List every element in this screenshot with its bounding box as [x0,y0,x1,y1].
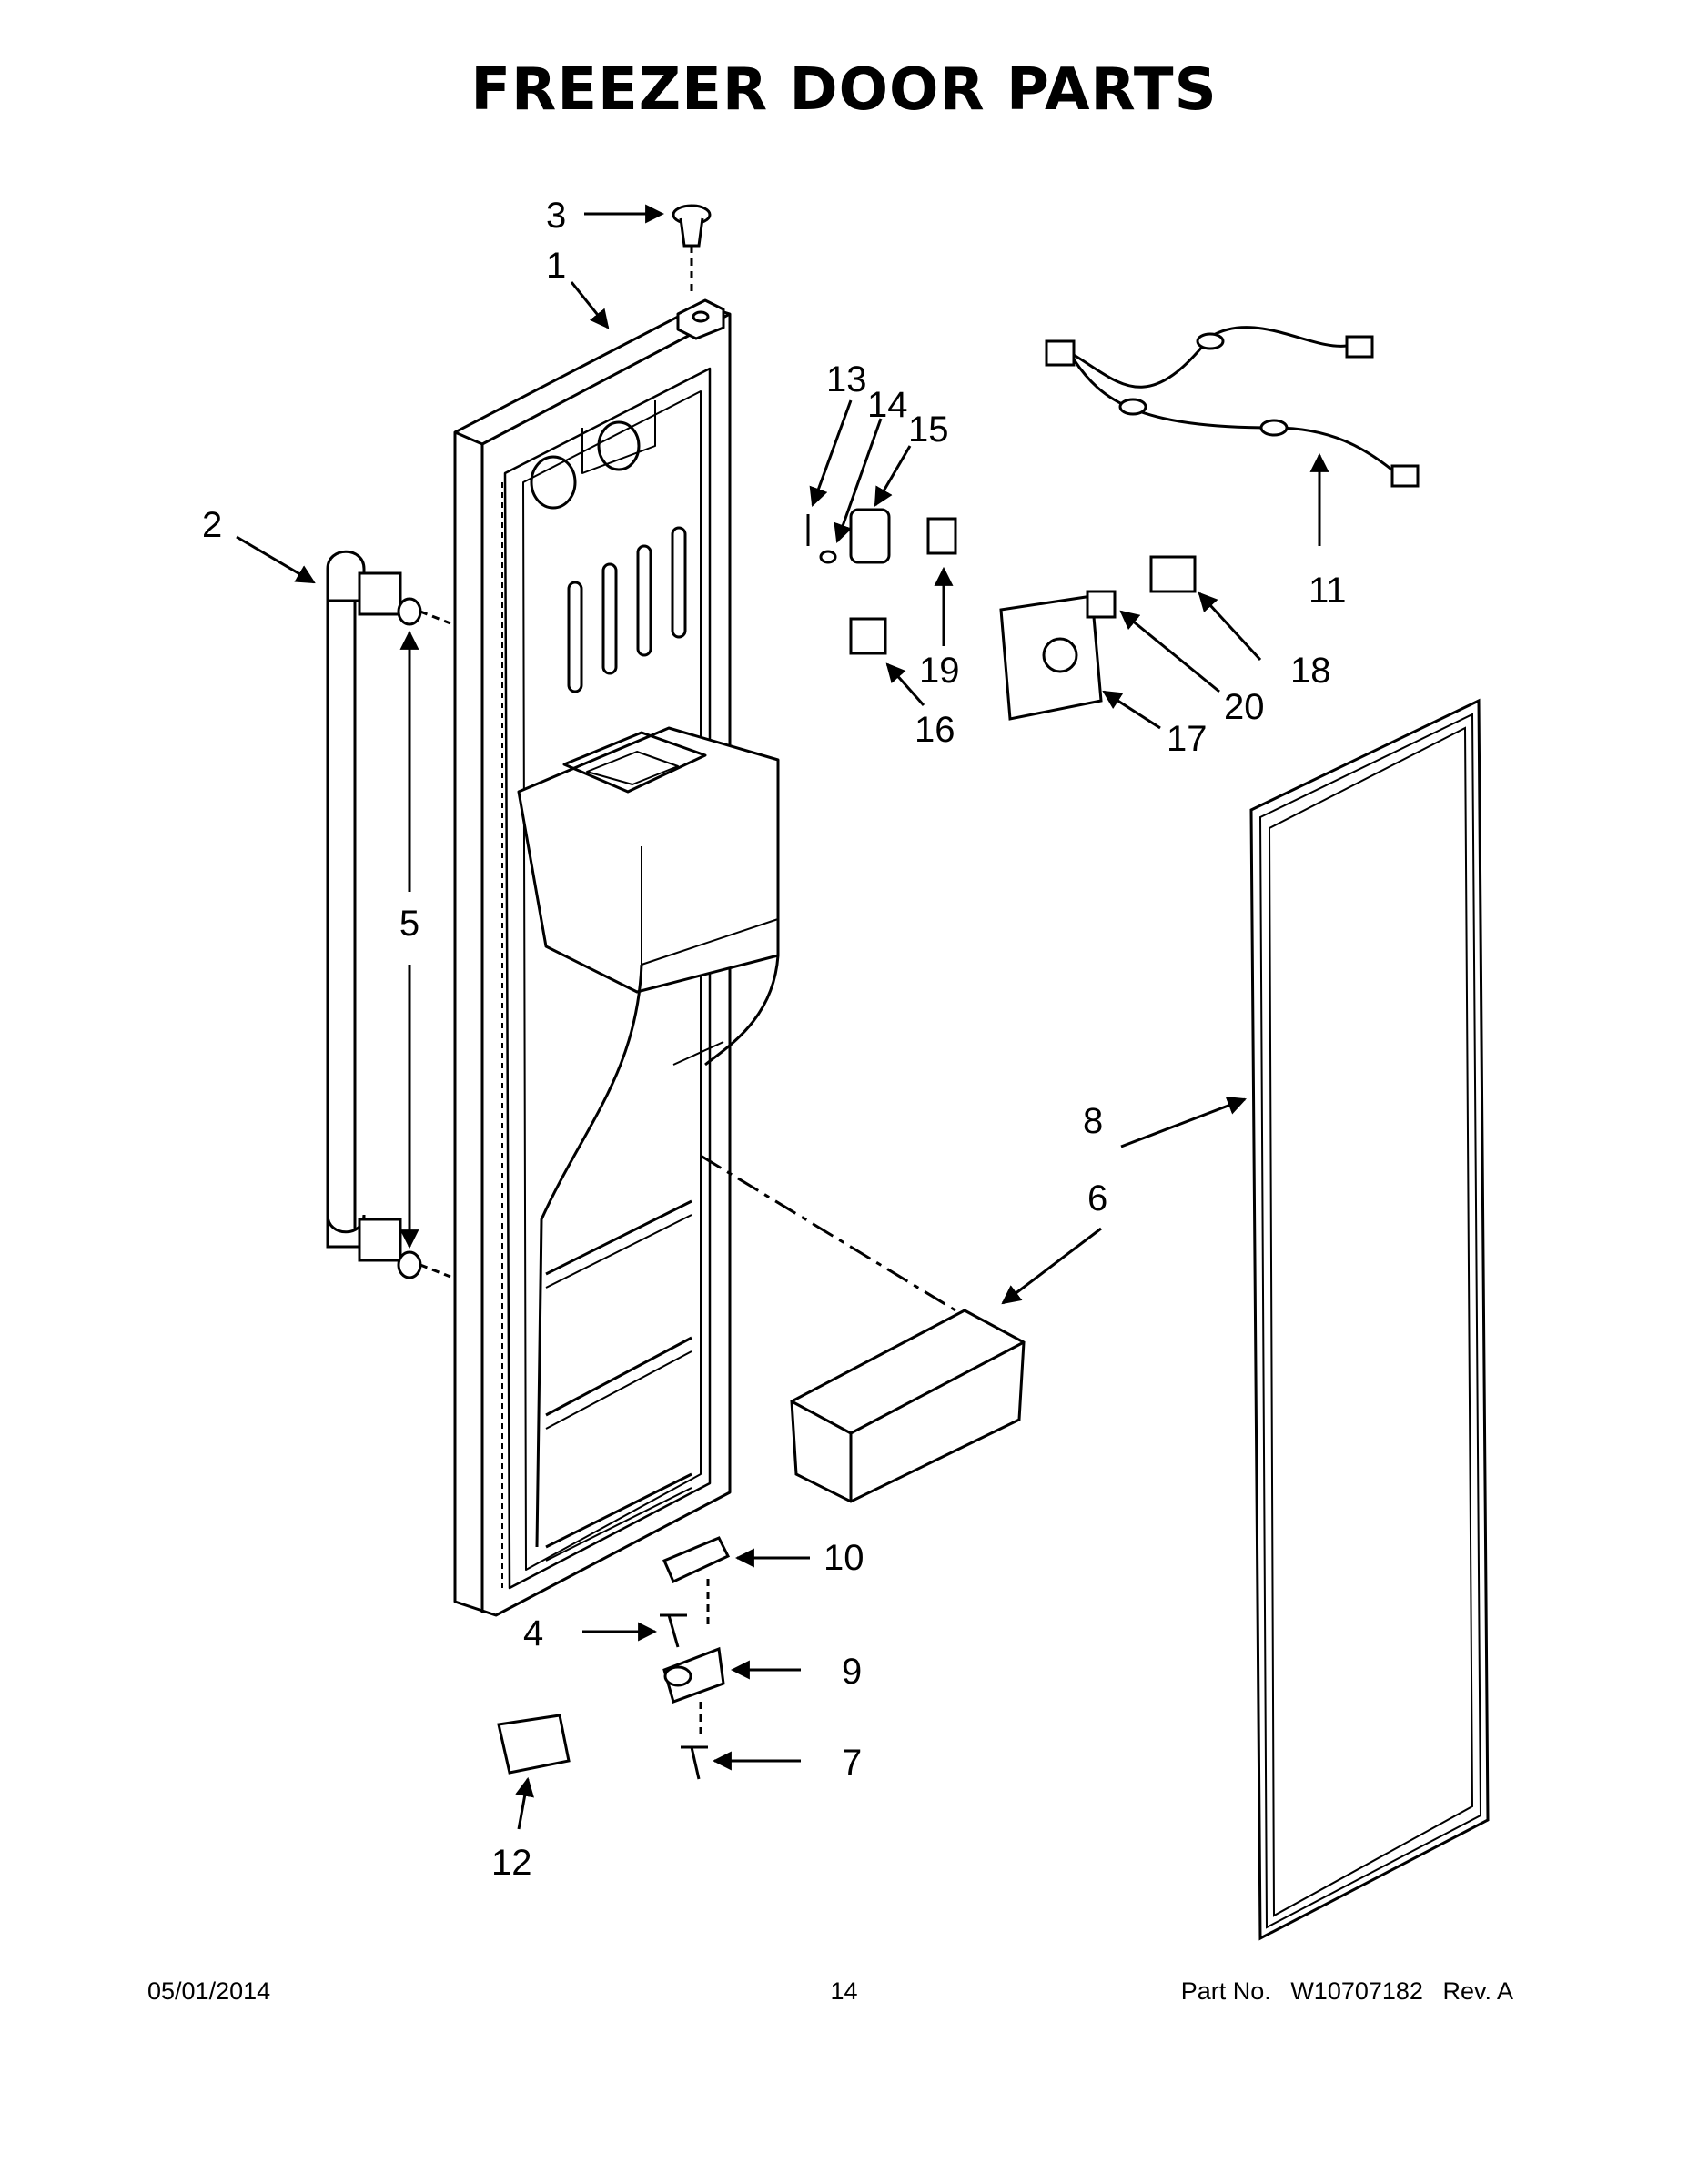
revision: Rev. A [1442,1977,1513,2005]
callout-19: 19 [919,651,960,691]
part-label: Part No. [1180,1977,1271,2005]
page-title: FREEZER DOOR PARTS [470,56,1218,124]
part-16 [849,617,887,655]
part-15 [849,508,891,564]
part-number: W10707182 [1290,1977,1423,2005]
bottom-hinge-parts [497,1536,731,1780]
part-20 [1086,590,1117,619]
callout-20: 20 [1224,687,1265,727]
callout-9: 9 [842,1652,862,1692]
callout-1: 1 [546,246,566,286]
callout-10: 10 [824,1538,864,1578]
footer-part-number: Part No. W10707182 Rev. A [1168,1977,1513,2006]
callout-8: 8 [1083,1101,1103,1141]
callout-leaders [236,204,1329,1830]
footer-page-number: 14 [830,1977,858,2005]
callout-16: 16 [915,710,955,750]
callout-15: 15 [908,410,949,450]
part-10 [662,1536,731,1584]
door-liner-part [453,298,780,1617]
part-7 [690,1746,701,1780]
callout-14: 14 [867,385,908,425]
top-screw-part [672,204,712,291]
callout-5: 5 [399,904,419,944]
handle-spacer-part [397,597,451,1279]
callout-18: 18 [1290,651,1331,691]
callout-7: 7 [842,1743,862,1783]
footer-date: 05/01/2014 [147,1977,271,2005]
door-bin-part [700,1154,1026,1503]
part-19 [926,517,957,555]
part-4 [667,1614,680,1648]
wire-harness-part [1045,326,1420,488]
callout-2: 2 [202,505,222,545]
callout-11: 11 [1309,571,1347,611]
callout-4: 4 [523,1613,543,1653]
part-18 [1149,555,1197,593]
part-9 [662,1646,725,1704]
callout-labels: 3 1 2 5 13 14 15 11 18 19 20 16 17 8 6 1… [202,196,1347,1883]
callout-13: 13 [826,359,867,399]
door-gasket-part [1249,698,1490,1941]
part-14 [819,550,837,564]
callout-6: 6 [1087,1178,1107,1218]
callout-17: 17 [1167,719,1208,759]
part-12 [497,1714,571,1774]
callout-3: 3 [546,196,566,236]
door-handle-part [326,550,402,1262]
callout-12: 12 [491,1843,532,1883]
control-small-parts [806,508,1197,721]
